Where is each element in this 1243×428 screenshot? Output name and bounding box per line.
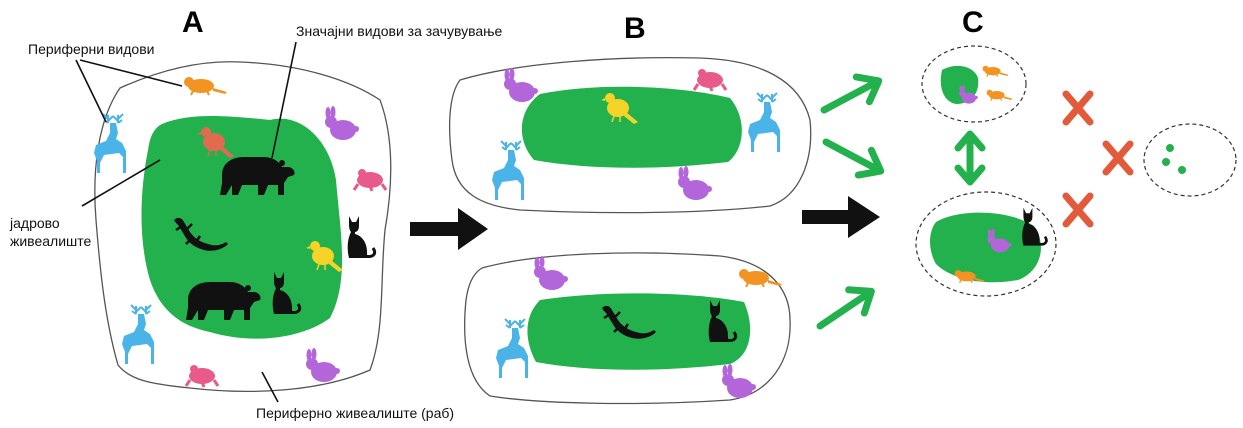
arrow-icon bbox=[817, 69, 885, 123]
core-habitat-b-top bbox=[522, 87, 742, 168]
label-peripheral-species: Периферни видови bbox=[28, 41, 154, 57]
habitat-dot bbox=[1166, 144, 1174, 152]
arrow-icon bbox=[410, 208, 488, 250]
label-peripheral-habitat: Периферно живеалиште (раб) bbox=[256, 405, 454, 421]
label-important-species: Значајни видови за зачувување bbox=[296, 23, 503, 39]
panel-label-c: C bbox=[962, 6, 984, 39]
cross-icon bbox=[1066, 94, 1090, 122]
arrow-icon bbox=[958, 134, 982, 182]
cross-icon bbox=[1106, 144, 1130, 172]
arrow-icon bbox=[802, 196, 880, 238]
cross-icon bbox=[1066, 196, 1090, 224]
fragment-empty bbox=[1144, 124, 1236, 196]
panel-label-a: A bbox=[182, 6, 204, 39]
habitat-dot bbox=[1162, 158, 1170, 166]
label-core-habitat-2: живеалиште bbox=[10, 233, 92, 249]
habitat-dot bbox=[1178, 166, 1186, 174]
arrow-icon bbox=[819, 130, 887, 184]
arrow-icon bbox=[812, 280, 879, 338]
label-core-habitat-1: јадрово bbox=[9, 215, 60, 231]
panel-label-b: B bbox=[624, 12, 646, 45]
core-habitat-c-bottom bbox=[930, 213, 1041, 283]
pointer-line bbox=[76, 60, 106, 122]
